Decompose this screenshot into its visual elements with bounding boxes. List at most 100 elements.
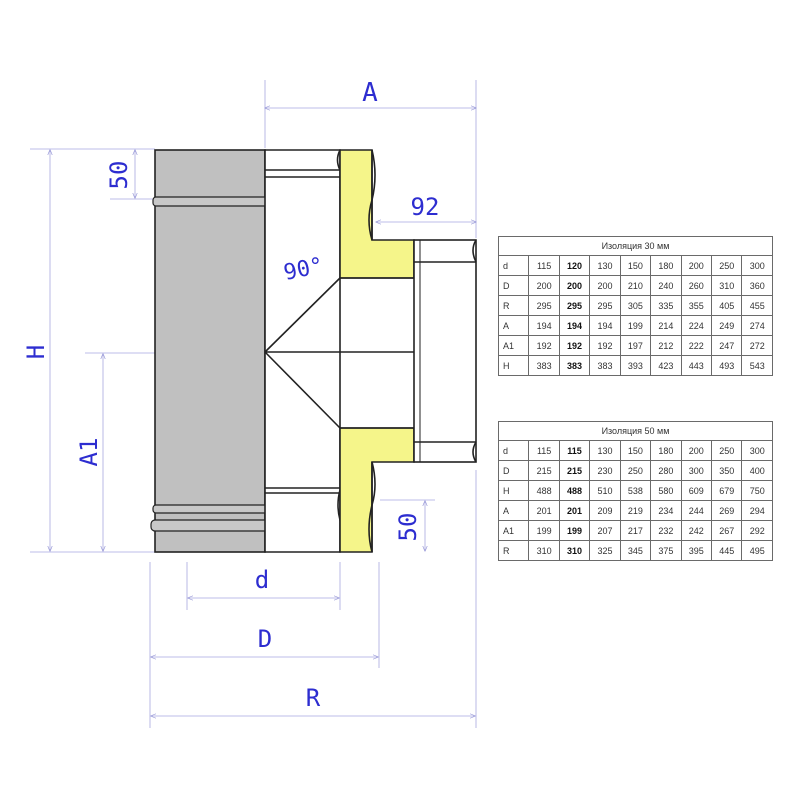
main-pipe <box>150 149 270 553</box>
table-row: H 488 488 510 538 580 609 679 750 <box>497 480 773 501</box>
table-cell: 750 <box>741 480 773 501</box>
table-cell: 214 <box>650 315 682 336</box>
table-cell: 150 <box>619 440 652 461</box>
row-key: D <box>497 275 530 296</box>
table-cell: 197 <box>619 335 652 356</box>
table-cell: 310 <box>528 540 560 561</box>
table-cell: 488 <box>558 480 591 501</box>
table-cell: 580 <box>650 480 682 501</box>
table-cell: 199 <box>619 315 652 336</box>
dim-label-a: A <box>362 78 378 108</box>
table-cell: 538 <box>619 480 652 501</box>
table-cell: 180 <box>650 440 682 461</box>
table-cell: 609 <box>680 480 713 501</box>
tee-body <box>264 149 344 553</box>
table-cell: 209 <box>589 500 621 521</box>
table-row: D 200 200 200 210 240 260 310 360 <box>497 275 773 296</box>
table-cell: 405 <box>711 295 743 316</box>
table-cell: 219 <box>619 500 652 521</box>
table-cell: 383 <box>528 355 560 376</box>
table-cell: 510 <box>589 480 621 501</box>
table-cell: 260 <box>680 275 713 296</box>
table-cell: 244 <box>680 500 713 521</box>
table-cell: 115 <box>528 255 560 276</box>
table-cell: 192 <box>528 335 560 356</box>
row-key: D <box>497 460 530 481</box>
table-row: R 310 310 325 345 375 395 445 495 <box>497 540 773 561</box>
table-cell: 234 <box>650 500 682 521</box>
table-cell: 295 <box>558 295 591 316</box>
branch-pipe <box>413 239 477 463</box>
table-cell: 493 <box>711 355 743 376</box>
table-cell: 200 <box>528 275 560 296</box>
table-cell: 192 <box>589 335 621 356</box>
dim-label-h: H <box>22 345 50 359</box>
table-cell: 232 <box>650 520 682 541</box>
table-cell: 350 <box>711 460 743 481</box>
table-cell: 230 <box>589 460 621 481</box>
row-key: A <box>497 500 530 521</box>
table-cell: 207 <box>589 520 621 541</box>
table-cell: 383 <box>589 355 621 376</box>
table-cell: 443 <box>680 355 713 376</box>
table-cell: 300 <box>741 255 773 276</box>
table-cell: 200 <box>558 275 591 296</box>
row-key: R <box>497 295 530 316</box>
row-key: d <box>497 255 530 276</box>
row-key: H <box>497 480 530 501</box>
dim-label-92: 92 <box>411 193 440 221</box>
table-cell: 274 <box>741 315 773 336</box>
table-title: Изоляция 30 мм <box>498 236 773 256</box>
table-cell: 488 <box>528 480 560 501</box>
table-cell: 310 <box>711 275 743 296</box>
row-key: R <box>497 540 530 561</box>
table-row: R 295 295 295 305 335 355 405 455 <box>497 295 773 316</box>
table-cell: 269 <box>711 500 743 521</box>
row-key: A <box>497 315 530 336</box>
table-cell: 345 <box>619 540 652 561</box>
table-cell: 194 <box>558 315 591 336</box>
table-row: D 215 215 230 250 280 300 350 400 <box>497 460 773 481</box>
table-cell: 242 <box>680 520 713 541</box>
table-cell: 180 <box>650 255 682 276</box>
table-row: d 115 120 130 150 180 200 250 300 <box>497 255 773 276</box>
table-cell: 120 <box>558 255 591 276</box>
table-cell: 292 <box>741 520 773 541</box>
table-cell: 212 <box>650 335 682 356</box>
spec-table-30mm: Изоляция 30 мм d 115 120 130 150 180 200… <box>497 236 773 376</box>
table-cell: 300 <box>680 460 713 481</box>
table-cell: 199 <box>558 520 591 541</box>
spec-table-50mm: Изоляция 50 мм d 115 115 130 150 180 200… <box>497 421 773 561</box>
table-row: d 115 115 130 150 180 200 250 300 <box>497 440 773 461</box>
table-cell: 445 <box>711 540 743 561</box>
table-cell: 240 <box>650 275 682 296</box>
table-cell: 305 <box>619 295 652 316</box>
table-cell: 115 <box>528 440 560 461</box>
table-cell: 222 <box>680 335 713 356</box>
table-cell: 455 <box>741 295 773 316</box>
table-cell: 272 <box>741 335 773 356</box>
table-cell: 249 <box>711 315 743 336</box>
table-row: A1 192 192 192 197 212 222 247 272 <box>497 335 773 356</box>
table-cell: 192 <box>558 335 591 356</box>
table-cell: 383 <box>558 355 591 376</box>
table-cell: 423 <box>650 355 682 376</box>
table-cell: 360 <box>741 275 773 296</box>
table-cell: 194 <box>528 315 560 336</box>
table-cell: 217 <box>619 520 652 541</box>
dim-label-r: R <box>306 684 321 712</box>
table-cell: 247 <box>711 335 743 356</box>
table-cell: 395 <box>680 540 713 561</box>
table-cell: 355 <box>680 295 713 316</box>
table-cell: 215 <box>528 460 560 481</box>
table-cell: 199 <box>528 520 560 541</box>
table-cell: 210 <box>619 275 652 296</box>
table-cell: 679 <box>711 480 743 501</box>
row-key: d <box>497 440 530 461</box>
table-row: A1 199 199 207 217 232 242 267 292 <box>497 520 773 541</box>
table-cell: 295 <box>589 295 621 316</box>
table-cell: 400 <box>741 460 773 481</box>
table-cell: 300 <box>741 440 773 461</box>
table-cell: 325 <box>589 540 621 561</box>
